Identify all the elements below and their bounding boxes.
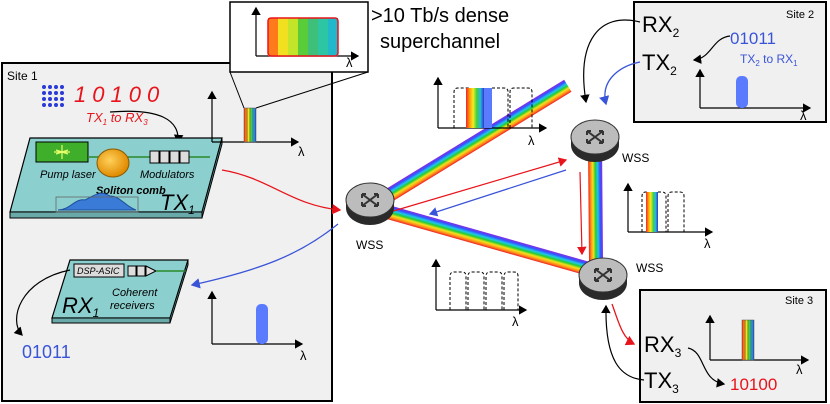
route-arrow-red — [577, 171, 587, 256]
wss-to-rx3-arrow — [611, 303, 636, 346]
fiber-link-left-top — [366, 79, 572, 213]
dsp-asic-block — [73, 263, 125, 278]
site1-tx-bits: 10100 — [74, 82, 165, 107]
right-link-spectrum — [623, 182, 714, 237]
site2-box — [633, 1, 827, 123]
lambda-axis-label: λ — [704, 236, 711, 251]
rx2-label: RX2 — [642, 12, 680, 40]
site1-tx-note: TX1 to RX3 — [86, 110, 148, 127]
fiber-link-left-bottom — [368, 200, 597, 278]
site2-encode-arrow — [692, 35, 731, 64]
top-wss-spectrum — [433, 76, 548, 133]
site1-label: Site 1 — [7, 69, 38, 83]
site3-label: Site 3 — [785, 295, 813, 307]
tx3-to-wss-arrow — [601, 304, 645, 381]
site3-decode-arrow — [687, 347, 726, 388]
rx1-label: RX1 — [62, 293, 99, 320]
site2-bits: 01011 — [730, 29, 776, 48]
coherent-label: Coherent — [112, 287, 158, 299]
soliton-comb-label: Soliton comb — [96, 185, 166, 197]
wss-node-top — [570, 119, 620, 163]
site1-rx-bits: 01011 — [22, 342, 71, 362]
superchannel-title-line1: >10 Tb/s dense — [371, 5, 509, 27]
route-arrow-blue — [428, 169, 567, 217]
fiber-link-top-bottom — [588, 144, 604, 274]
lambda-axis-label: λ — [512, 314, 519, 329]
lambda-axis-label: λ — [346, 55, 353, 70]
lambda-axis-label: λ — [796, 362, 803, 377]
zoom-line — [255, 71, 369, 109]
tx2-label: TX2 — [642, 50, 677, 78]
soliton-comb-spectrum — [57, 192, 137, 211]
bottom-link-spectrum — [431, 258, 528, 315]
dsp-asic-label: DSP-ASIC — [77, 266, 120, 276]
tx2-to-wss-arrow — [599, 61, 641, 106]
wss-label-left: WSS — [356, 238, 383, 252]
site1-tx-spectrum — [207, 90, 300, 147]
superchannel-spectrum — [251, 6, 360, 61]
tx1-to-wss-arrow — [221, 169, 342, 215]
modulator-icon — [149, 150, 190, 164]
modulators-label: Modulators — [140, 169, 195, 181]
decode-arrow — [13, 269, 71, 336]
zoom-line — [229, 71, 245, 109]
tx1-label: TX1 — [160, 190, 195, 217]
lambda-axis-label: λ — [300, 348, 307, 363]
comb-frame — [55, 196, 139, 213]
coherent-receiver-icon — [127, 265, 158, 277]
pump-laser-label: Pump laser — [40, 169, 97, 181]
ring-resonator — [96, 148, 130, 178]
receivers-label: receivers — [110, 300, 155, 312]
constellation-icon — [42, 85, 64, 107]
wss-to-rx1-arrow — [190, 223, 339, 289]
tx3-label: TX3 — [644, 368, 679, 396]
wss-label-bottom: WSS — [636, 261, 663, 275]
laser-spark-icon — [54, 145, 70, 159]
lambda-axis-label: λ — [298, 144, 305, 159]
site3-bits: 10100 — [730, 375, 777, 394]
wss-label-top: WSS — [622, 151, 649, 165]
superchannel-title-line2: superchannel — [380, 31, 500, 53]
lambda-axis-label: λ — [800, 108, 807, 123]
wss-node-left — [345, 182, 395, 226]
site2-label: Site 2 — [786, 9, 814, 21]
wss-node-bottom — [578, 257, 628, 301]
site2-spectrum — [695, 68, 812, 113]
site3-spectrum — [705, 314, 810, 365]
site1-rx-spectrum — [207, 290, 304, 349]
route-arrow-red — [389, 157, 568, 213]
lambda-axis-label: λ — [528, 133, 535, 148]
wss-to-rx2-arrow — [580, 19, 641, 104]
rx3-label: RX3 — [644, 332, 682, 360]
encode-arrow — [109, 110, 184, 144]
site3-box — [639, 289, 827, 403]
site2-note: TX2 to RX1 — [740, 52, 798, 68]
